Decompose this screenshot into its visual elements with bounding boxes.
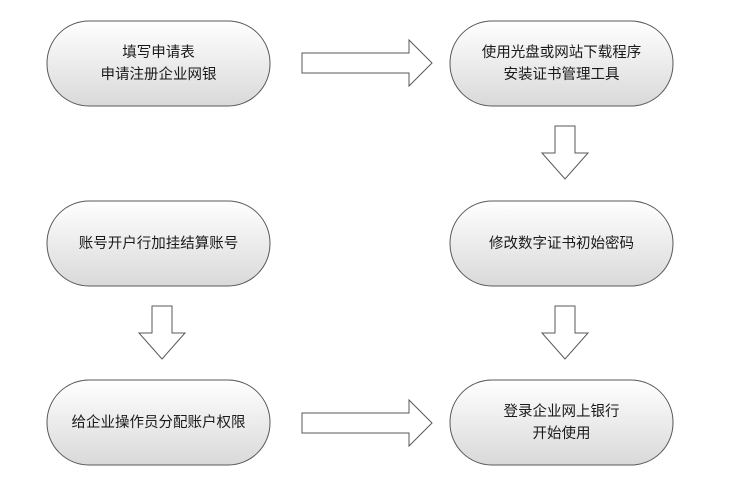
step-link-account-node xyxy=(46,200,271,287)
step-change-password-node xyxy=(449,200,674,287)
step-install-tool-node xyxy=(449,20,674,107)
arrow-right-top xyxy=(301,38,433,88)
step-fill-form-node xyxy=(46,20,271,107)
step-assign-permissions-node xyxy=(46,379,271,466)
arrow-down-right-2 xyxy=(540,305,590,360)
arrow-right-bottom xyxy=(301,398,433,448)
step-login-node xyxy=(449,379,674,466)
arrow-down-left xyxy=(137,305,187,360)
arrow-down-right-1 xyxy=(540,125,590,180)
